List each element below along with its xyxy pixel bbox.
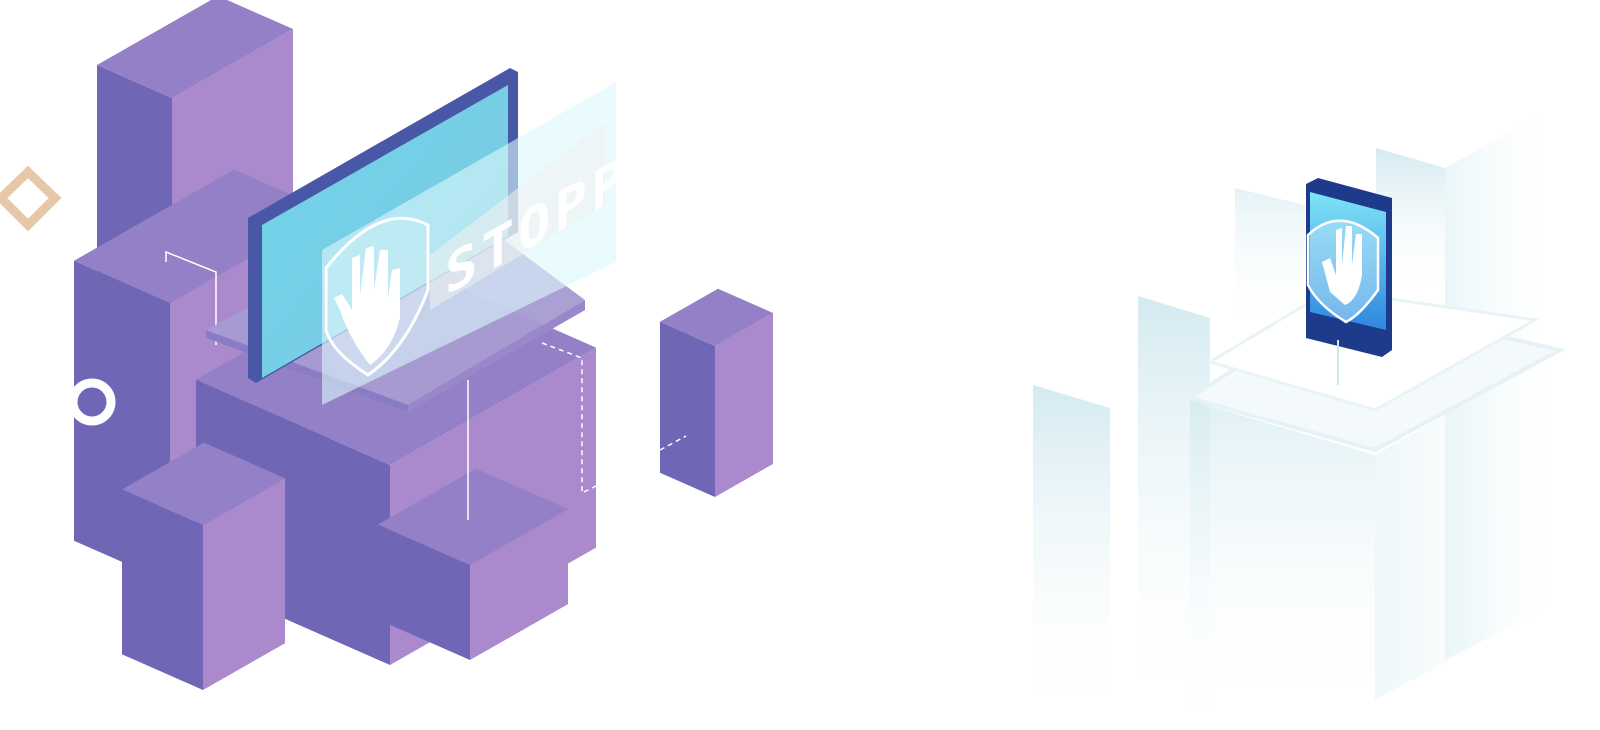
stop-glass-panel: STOPPED [322, 82, 701, 405]
front-left-block [122, 442, 285, 690]
wire-lines [165, 250, 687, 520]
front-center-block-face [470, 509, 568, 660]
left-block-face [74, 169, 330, 303]
front-left-block-face [122, 489, 203, 690]
right-block-face [715, 312, 773, 497]
ring-decoration [68, 378, 116, 426]
isometric-blocks [74, 0, 773, 690]
front-left-block-face [203, 478, 285, 690]
front-center-block-face [378, 468, 568, 565]
front-center-block [378, 468, 568, 660]
diamond-decoration [0, 165, 62, 232]
phone [1306, 178, 1392, 385]
front-left-block-face [122, 442, 285, 525]
shield-hand-icon [324, 216, 430, 377]
shield-hand-icon [1306, 219, 1380, 324]
front-center-block-face [378, 524, 470, 660]
right-block-face [660, 321, 715, 497]
right-block-face [660, 288, 773, 346]
right-block [660, 288, 773, 497]
back-tall-block-face [97, 0, 293, 98]
